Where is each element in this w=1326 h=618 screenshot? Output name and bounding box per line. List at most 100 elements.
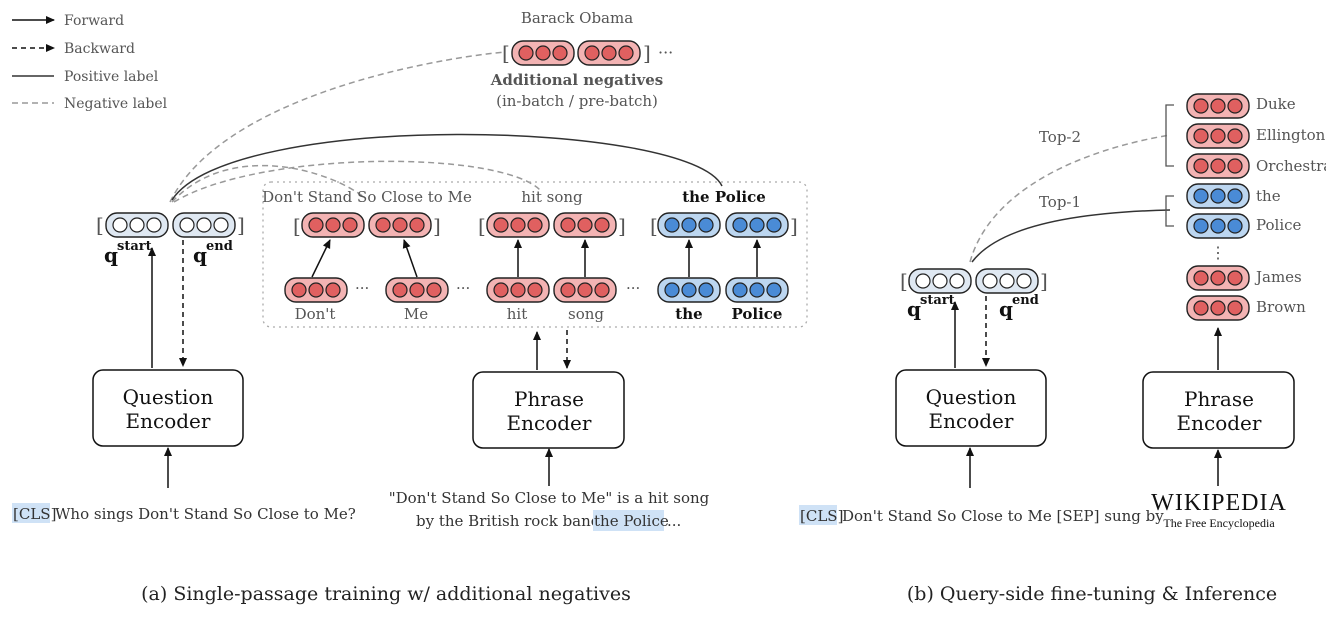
query-text-b: Don't Stand So Close to Me [SEP] sung by — [842, 507, 1164, 525]
q-start-vector-a — [105, 212, 169, 238]
vector-dot — [129, 217, 145, 233]
phrase1-end — [368, 212, 432, 238]
caption-a: (a) Single-passage training w/ additiona… — [141, 583, 631, 605]
vector-dot — [732, 282, 748, 298]
result-label-brown: Brown — [1256, 298, 1306, 316]
vector-dot — [1210, 98, 1226, 114]
passage-highlight: the Police — [594, 512, 669, 530]
phrase2-start — [486, 212, 550, 238]
token-vec-me — [385, 277, 449, 303]
vector-dot — [291, 282, 307, 298]
vector-dot — [766, 282, 782, 298]
legend-positive: Positive label — [64, 69, 159, 85]
token-label-police: Police — [732, 305, 783, 323]
vector-dot — [560, 217, 576, 233]
vector-dot — [982, 273, 998, 289]
passage-line-2b: ... — [667, 512, 681, 530]
result-vec-brown — [1186, 295, 1250, 321]
vector-dot — [493, 282, 509, 298]
passage-line-1: "Don't Stand So Close to Me" is a hit so… — [389, 489, 710, 507]
svg-text:Encoder: Encoder — [1177, 411, 1262, 435]
token-vec-police — [725, 277, 789, 303]
question-text-a: Who sings Don't Stand So Close to Me? — [55, 505, 356, 523]
vector-dot — [518, 45, 534, 61]
question-encoder-b: Question Encoder — [895, 369, 1047, 447]
vector-dot — [1193, 98, 1209, 114]
vector-dot — [999, 273, 1015, 289]
token-vec-hit — [486, 277, 550, 303]
vector-dot — [594, 217, 610, 233]
vector-dot — [1227, 300, 1243, 316]
caption-b: (b) Query-side fine-tuning & Inference — [907, 583, 1277, 605]
vector-dot — [552, 45, 568, 61]
q-end-sup-b: end — [1012, 293, 1039, 308]
result-vdots: ⋮ — [1210, 243, 1226, 262]
svg-text:Phrase: Phrase — [514, 387, 584, 411]
token-label-dont: Don't — [295, 305, 336, 323]
phrase-vectors: [ ] [ ] [ ] — [293, 212, 798, 238]
svg-text:Question: Question — [926, 385, 1017, 409]
result-vec-duke — [1186, 93, 1250, 119]
svg-text:[: [ — [478, 214, 486, 238]
vector-dot — [535, 45, 551, 61]
result-label-duke: Duke — [1256, 95, 1296, 113]
svg-text:]: ] — [618, 214, 626, 238]
vector-dot — [594, 282, 610, 298]
phrase1-start — [301, 212, 365, 238]
result-label-police: Police — [1256, 216, 1302, 234]
vector-dot — [1227, 270, 1243, 286]
negatives-sub: (in-batch / pre-batch) — [496, 92, 658, 110]
svg-text:[: [ — [900, 269, 908, 293]
svg-text:···: ··· — [355, 279, 369, 297]
vector-dot — [426, 282, 442, 298]
wikipedia-logo: WIKIPEDIA The Free Encyclopedia — [1151, 490, 1286, 530]
top1-label: Top-1 — [1039, 193, 1081, 211]
svg-text:]: ] — [790, 214, 798, 238]
vector-dot — [527, 217, 543, 233]
phrase3-start — [657, 212, 721, 238]
q-end-label-b: q — [999, 297, 1013, 321]
svg-text:[: [ — [293, 214, 301, 238]
panel-b-question-vectors: [ ] q start q end — [900, 268, 1048, 321]
vector-dot — [1210, 128, 1226, 144]
vector-dot — [1193, 188, 1209, 204]
vector-dot — [179, 217, 195, 233]
svg-text:···: ··· — [626, 279, 640, 297]
vector-dot — [915, 273, 931, 289]
svg-text:Encoder: Encoder — [126, 409, 211, 433]
token-vec-dont — [284, 277, 348, 303]
vector-dot — [584, 45, 600, 61]
svg-text:]: ] — [433, 214, 441, 238]
vector-dot — [325, 217, 341, 233]
panel-b-links — [969, 104, 1174, 263]
vector-dot — [1210, 218, 1226, 234]
phrase-candidates-box — [262, 181, 808, 328]
negatives-label: Additional negatives — [490, 71, 663, 89]
vector-dot — [1227, 98, 1243, 114]
vector-dot — [749, 282, 765, 298]
svg-text:]: ] — [643, 41, 651, 65]
q-end-vector-b — [975, 268, 1039, 294]
vector-dot — [392, 282, 408, 298]
q-end-sup-a: end — [206, 239, 233, 254]
question-input-a: [CLS] Who sings Don't Stand So Close to … — [12, 503, 356, 523]
vector-dot — [766, 217, 782, 233]
vector-dot — [1227, 128, 1243, 144]
negatives-title: Barack Obama — [521, 9, 633, 27]
panel-a-question-vectors: [ ] q start q end — [96, 212, 245, 267]
q-end-label-a: q — [193, 243, 207, 267]
legend-forward: Forward — [64, 13, 124, 29]
q-start-label-b: q — [907, 297, 921, 321]
vector-dot — [1193, 158, 1209, 174]
vector-dot — [618, 45, 634, 61]
cls-token-a: [CLS] — [13, 505, 56, 523]
vector-dot — [1210, 188, 1226, 204]
vector-dot — [510, 217, 526, 233]
legend: Forward Backward Positive label Negative… — [12, 13, 168, 112]
svg-text:]: ] — [237, 213, 245, 237]
vector-dot — [1227, 188, 1243, 204]
result-label-ellington: Ellington — [1256, 126, 1326, 144]
svg-text:Phrase: Phrase — [1184, 387, 1254, 411]
token-label-me: Me — [404, 305, 428, 323]
svg-text:Encoder: Encoder — [507, 411, 592, 435]
